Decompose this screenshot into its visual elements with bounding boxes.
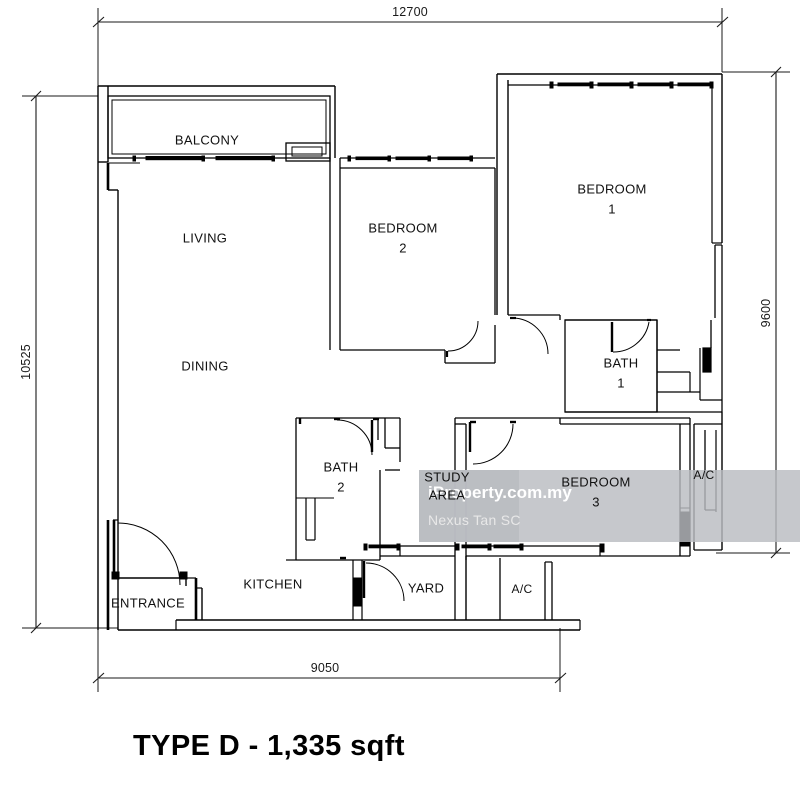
room-label-bedroom-3: BEDROOM: [561, 474, 630, 489]
dimension-right-label: 9600: [759, 299, 773, 328]
watermark-brand: iProperty.com.my: [428, 483, 572, 502]
room-label-bedroom-2: BEDROOM: [368, 220, 437, 235]
room-label-bedroom-1-number: 1: [608, 201, 616, 216]
room-label-bath-2-number: 2: [337, 479, 345, 494]
room-label-bedroom-3-number: 3: [592, 494, 600, 509]
room-label-yard: YARD: [408, 580, 444, 595]
room-label-bath-1-number: 1: [617, 375, 625, 390]
plan-title: TYPE D - 1,335 sqft: [133, 730, 405, 762]
room-label-ac-bottom: A/C: [512, 582, 533, 596]
room-label-bath-1: BATH: [604, 355, 639, 370]
room-label-bath-2: BATH: [324, 459, 359, 474]
dimension-left: [22, 90, 118, 634]
room-label-living: LIVING: [183, 230, 227, 245]
room-label-entrance: ENTRANCE: [111, 595, 185, 610]
room-label-kitchen: KITCHEN: [243, 576, 302, 591]
watermark: [419, 470, 800, 542]
dimension-top-label: 12700: [392, 5, 428, 19]
dimension-bottom-label: 9050: [311, 661, 340, 675]
room-label-dining: DINING: [181, 358, 228, 373]
dimension-top: [92, 8, 729, 95]
room-label-bedroom-2-number: 2: [399, 240, 407, 255]
room-label-ac-right: A/C: [694, 468, 715, 482]
room-label-balcony: BALCONY: [175, 132, 239, 147]
watermark-agent: Nexus Tan SC: [428, 512, 521, 528]
dimension-bottom: [92, 628, 567, 692]
plan-geometry: [97, 73, 723, 631]
room-label-bedroom-1: BEDROOM: [577, 181, 646, 196]
dimension-left-label: 10525: [19, 344, 33, 380]
room-label-study-line1: STUDY: [424, 469, 470, 484]
room-label-study-line2: AREA: [429, 487, 466, 502]
